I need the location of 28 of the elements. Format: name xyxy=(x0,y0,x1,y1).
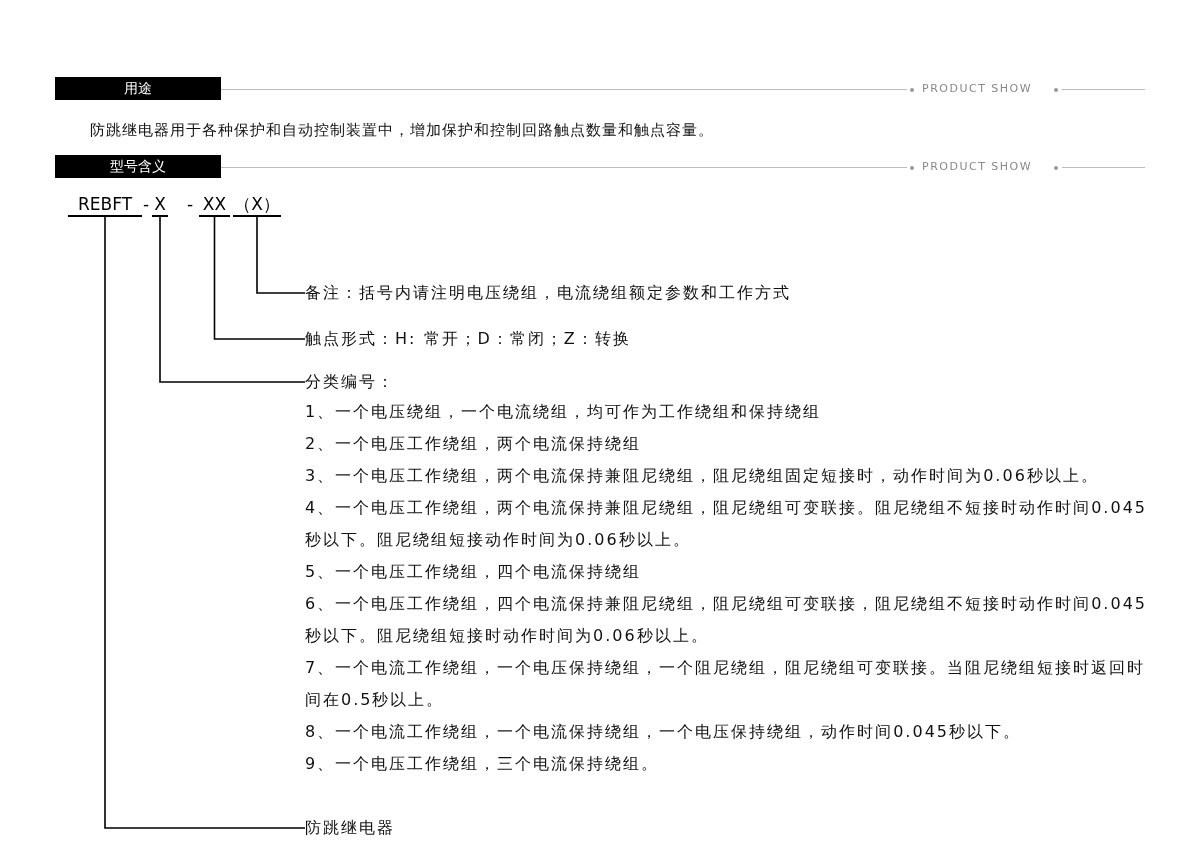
list-item: 5、一个电压工作绕组，四个电流保持绕组 xyxy=(305,561,643,583)
list-item: 4、一个电压工作绕组，两个电流保持兼阻尼绕组，阻尼绕组可变联接。阻尼绕组不短接时动作时间0.045秒以下。阻尼绕组短接动作时间为0.06秒以上。 xyxy=(305,497,1148,551)
model-code-segment: X xyxy=(152,193,168,217)
section-tagline: PRODUCT SHOW xyxy=(922,82,1033,96)
leader-line xyxy=(104,216,306,829)
model-code-segment: REBFT xyxy=(68,193,142,217)
list-item: 8、一个电流工作绕组，一个电流保持绕组，一个电压保持绕组，动作时间0.045秒以下。 xyxy=(305,721,1022,743)
leader-line xyxy=(159,216,306,383)
list-item: 6、一个电压工作绕组，四个电流保持兼阻尼绕组，阻尼绕组可变联接，阻尼绕组不短接时动作时间0.045秒以下。阻尼绕组短接时动作时间为0.06秒以上。 xyxy=(305,593,1148,647)
list-item: 1、一个电压绕组，一个电流绕组，均可作为工作绕组和保持绕组 xyxy=(305,401,823,423)
model-code-segment: （X） xyxy=(233,193,281,217)
model-code-segment: XX xyxy=(199,193,230,217)
paragraph: 防跳继电器用于各种保护和自动控制装置中，增加保护和控制回路触点数量和触点容量。 xyxy=(90,120,714,141)
list-heading: 分类编号： xyxy=(305,371,396,393)
leader-line xyxy=(213,216,306,340)
dash: - xyxy=(187,193,194,215)
list-item: 7、一个电流工作绕组，一个电压保持绕组，一个阻尼绕组，阻尼绕组可变联接。当阻尼绕组短接时返回时间在0.5秒以上。 xyxy=(305,657,1147,711)
section-tagline: PRODUCT SHOW xyxy=(922,160,1033,174)
dash: - xyxy=(143,193,150,215)
list-item: 3、一个电压工作绕组，两个电流保持兼阻尼绕组，阻尼绕组固定短接时，动作时间为0.06秒以上。 xyxy=(305,465,1100,487)
list-item: 9、一个电压工作绕组，三个电流保持绕组。 xyxy=(305,753,661,775)
description-text: 备注：括号内请注明电压绕组，电流绕组额定参数和工作方式 xyxy=(305,281,925,305)
list-item: 2、一个电压工作绕组，两个电流保持绕组 xyxy=(305,433,643,455)
leader-line xyxy=(256,216,306,294)
section-header-bar: 用途 xyxy=(55,77,221,100)
description-text: 防跳继电器 xyxy=(305,816,425,840)
section-header-bar: 型号含义 xyxy=(55,155,221,178)
description-text: 触点形式：H: 常开；D：常闭；Z：转换 xyxy=(305,327,805,351)
